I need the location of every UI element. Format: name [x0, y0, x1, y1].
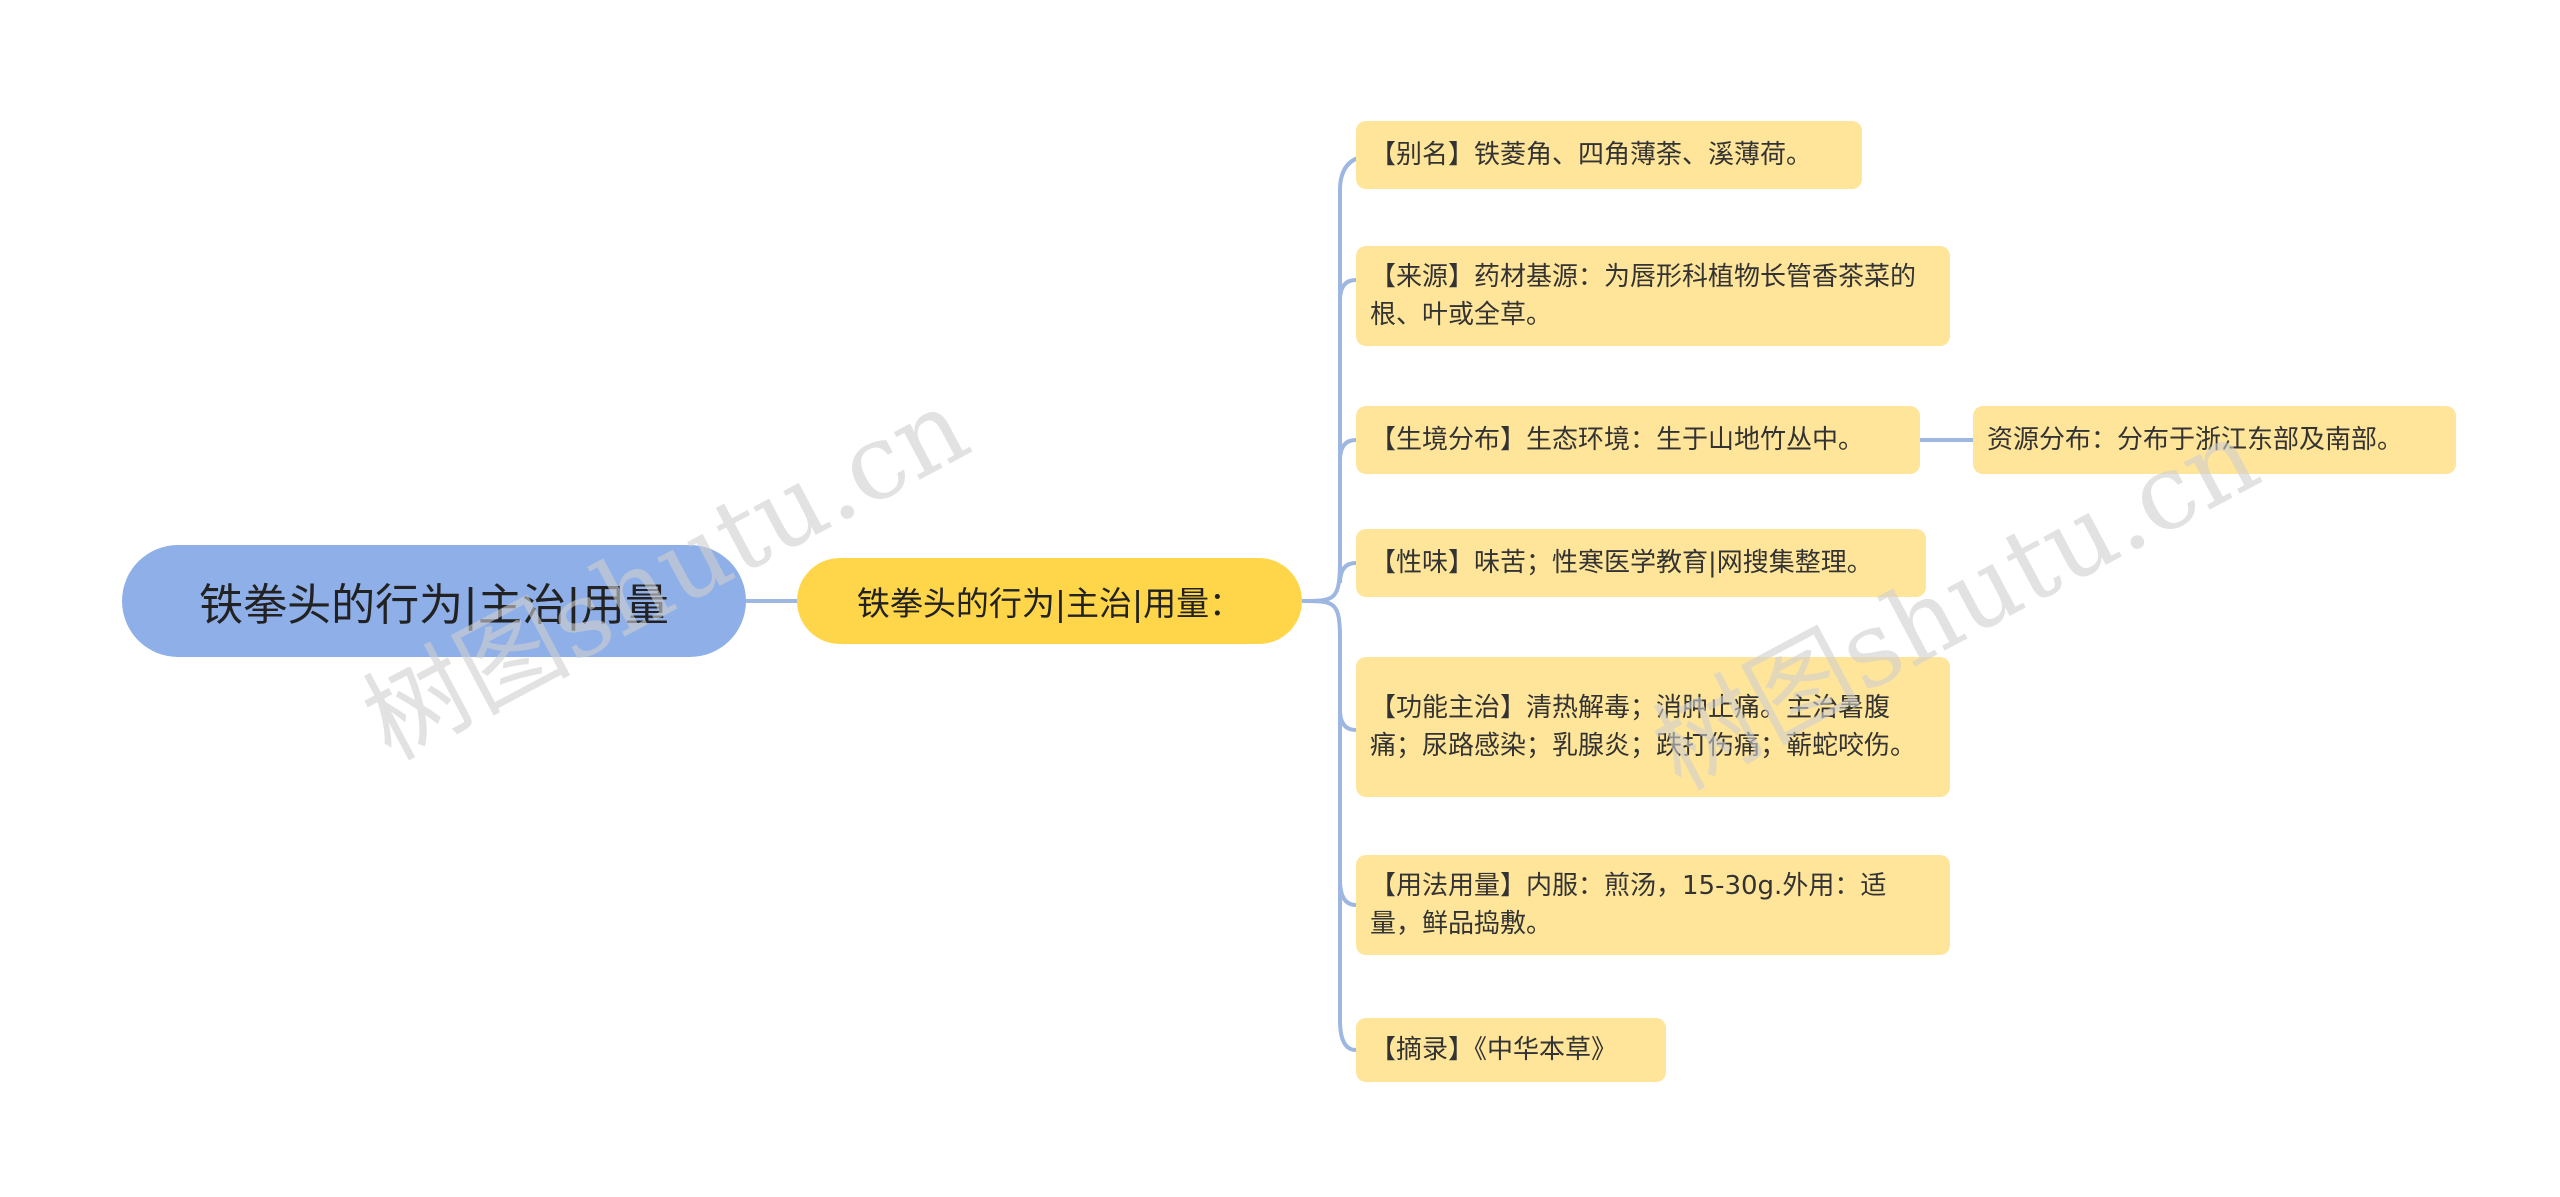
center-to-leaf-line-6 [1338, 879, 1357, 907]
leaf-node-label: 【摘录】《中华本草》 [1370, 1035, 1618, 1065]
leaf-node-label: 【用法用量】内服：煎汤，15-30g.外用：适量，鲜品捣敷。 [1370, 871, 1887, 939]
leaf-node-sub-distribution[interactable]: 资源分布：分布于浙江东部及南部。 [1973, 406, 2456, 474]
center-to-leaf-line-2 [1338, 278, 1357, 301]
leaf-node-label: 【性味】味苦；性寒医学教育|网搜集整理。 [1370, 548, 1873, 578]
leaf-node-label: 【别名】铁菱角、四角薄荼、溪薄荷。 [1370, 140, 1813, 170]
leaf-node-usage[interactable]: 【用法用量】内服：煎汤，15-30g.外用：适量，鲜品捣敷。 [1356, 855, 1950, 955]
leaf-node-label: 资源分布：分布于浙江东部及南部。 [1987, 425, 2404, 455]
leaf-node-label: 【生境分布】生态环境：生于山地竹丛中。 [1370, 425, 1865, 455]
root-node-label: 铁拳头的行为|主治|用量 [199, 580, 669, 631]
center-node-label: 铁拳头的行为|主治|用量： [856, 584, 1243, 623]
center-to-leaf-line-3 [1338, 438, 1357, 461]
leaf-node-habitat[interactable]: 【生境分布】生态环境：生于山地竹丛中。 [1356, 406, 1920, 474]
root-node[interactable]: 铁拳头的行为|主治|用量 [122, 545, 746, 657]
leaf-node-function[interactable]: 【功能主治】清热解毒；消肿止痛。主治暑腹痛；尿路感染；乳腺炎；跌打伤痛；蕲蛇咬伤… [1356, 657, 1950, 797]
leaf-node-alias[interactable]: 【别名】铁菱角、四角薄荼、溪薄荷。 [1356, 121, 1862, 189]
center-to-leaf-line-4 [1338, 561, 1357, 584]
center-node[interactable]: 铁拳头的行为|主治|用量： [797, 558, 1302, 644]
leaf-node-excerpt[interactable]: 【摘录】《中华本草》 [1356, 1018, 1666, 1082]
leaf-node-source[interactable]: 【来源】药材基源：为唇形科植物长管香茶菜的根、叶或全草。 [1356, 246, 1950, 346]
center-to-leaf-line-5 [1301, 599, 1357, 732]
leaf-node-flavor[interactable]: 【性味】味苦；性寒医学教育|网搜集整理。 [1356, 529, 1926, 597]
leaf-node-label: 【功能主治】清热解毒；消肿止痛。主治暑腹痛；尿路感染；乳腺炎；跌打伤痛；蕲蛇咬伤… [1370, 693, 1917, 761]
center-to-leaf-line-7 [1338, 700, 1357, 1052]
leaf-node-label: 【来源】药材基源：为唇形科植物长管香茶菜的根、叶或全草。 [1370, 262, 1917, 330]
